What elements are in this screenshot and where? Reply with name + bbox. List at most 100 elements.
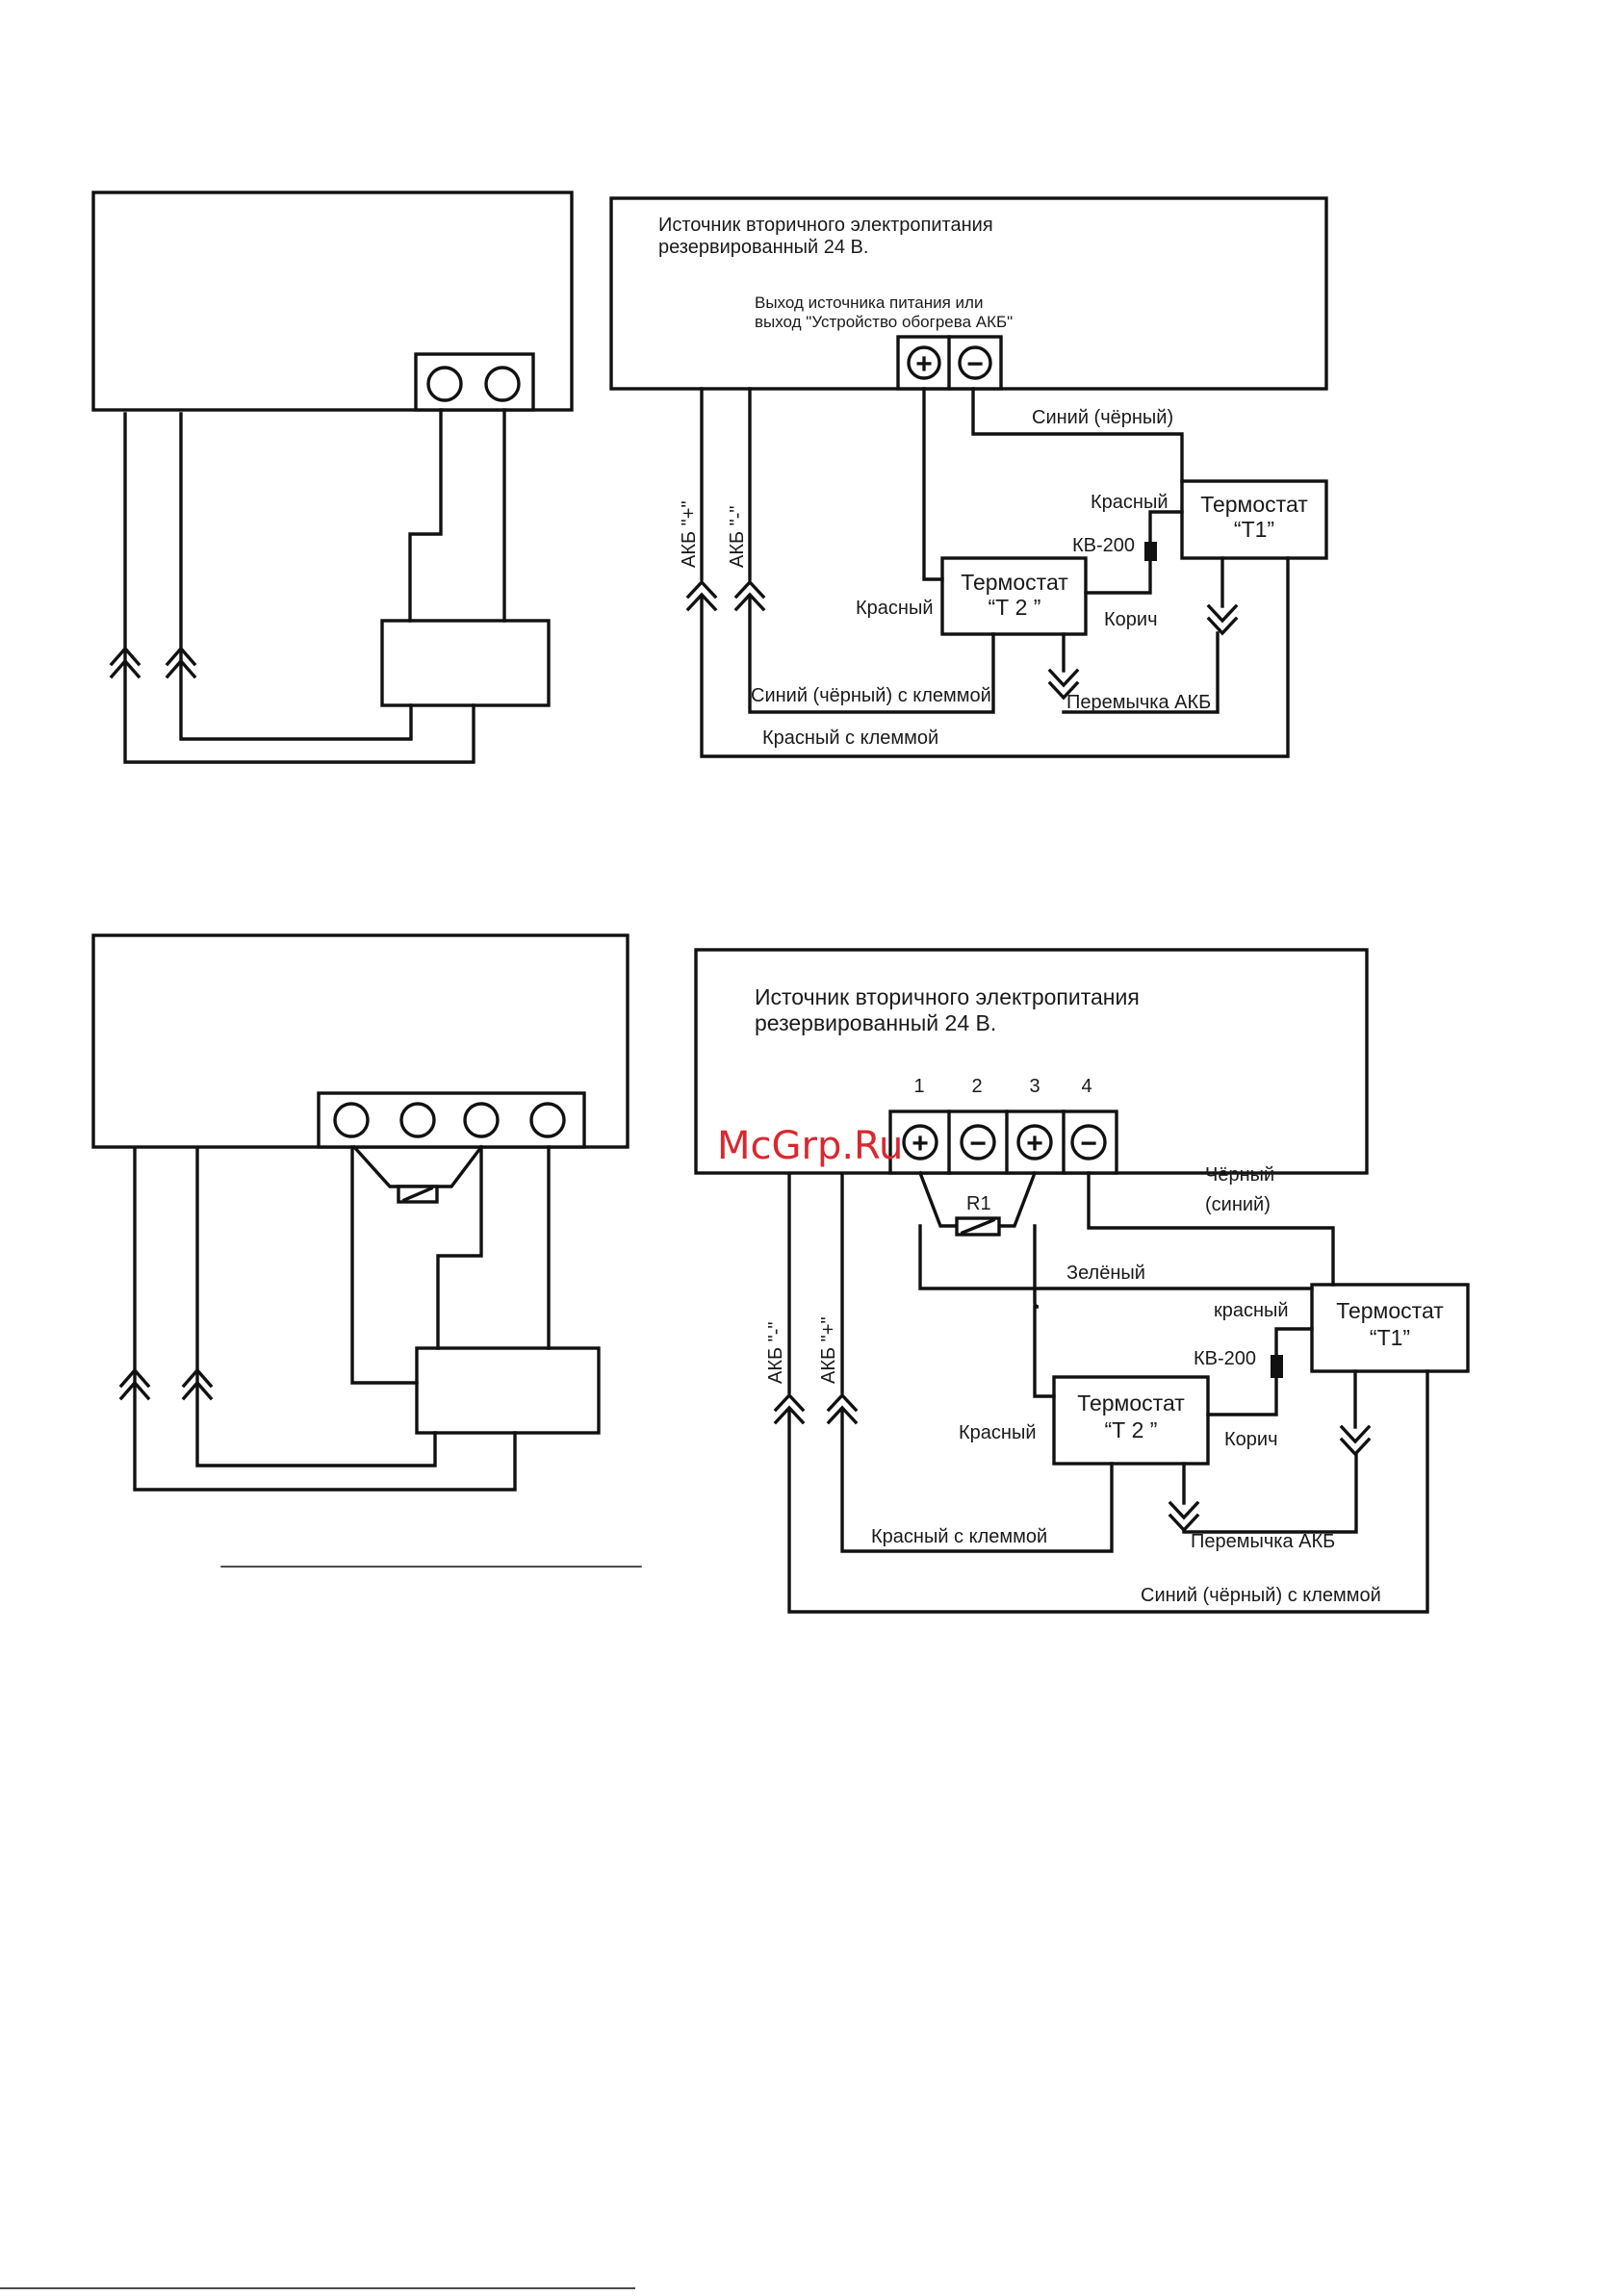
sketch1-terminal-circle bbox=[426, 366, 463, 402]
terminal-number-4: 4 bbox=[1081, 1076, 1092, 1097]
label-wire-red-t1: Красный bbox=[1091, 492, 1169, 513]
plus-symbol: + bbox=[915, 348, 933, 380]
thermostat-t1-line1: Термостат bbox=[1200, 492, 1308, 517]
label-wire-red-clamp: Красный с клеммой bbox=[762, 727, 938, 749]
wire-green bbox=[918, 1224, 1314, 1290]
label-wire-green: Зелёный bbox=[1066, 1263, 1145, 1284]
wire-black-blue bbox=[1087, 1171, 1335, 1287]
akb-minus-arrow bbox=[733, 579, 766, 612]
label-wire-blue-clamp: Синий (чёрный) с клеммой bbox=[751, 685, 991, 706]
label-wire-red-t2: Красный bbox=[856, 598, 934, 619]
sketch1-terminal-arrow bbox=[109, 646, 141, 679]
psu1-output-note-line1: Выход источника питания или bbox=[755, 293, 983, 312]
thermostat-t2-box-2 bbox=[1052, 1375, 1210, 1466]
sketch2-resistor-loop bbox=[351, 1144, 484, 1188]
label-wire-red-clamp-2: Красный с клеммой bbox=[871, 1526, 1047, 1547]
akb-minus-label: АКБ "-" bbox=[727, 505, 748, 568]
sketch2-terminal-arrow bbox=[181, 1367, 214, 1401]
sketch2-terminal-circle bbox=[333, 1102, 370, 1138]
sketch2-wire bbox=[195, 1148, 437, 1467]
psu1-plus-terminal-icon bbox=[907, 345, 941, 380]
wire-red-t2-input-2 bbox=[1033, 1224, 1056, 1398]
t2-akb-jumper-arrow bbox=[1047, 668, 1080, 701]
label-kv200: КВ-200 bbox=[1072, 535, 1135, 556]
thermostat-t2-line1: Термостат bbox=[961, 570, 1068, 595]
wire-blue-black-clamp bbox=[748, 595, 995, 714]
t1-akb-jumper-arrow bbox=[1206, 603, 1239, 636]
label-wire-red-t2-2: Красный bbox=[959, 1422, 1037, 1443]
thermostat-t1-line1-2: Термостат bbox=[1336, 1298, 1444, 1323]
psu2-terminal-4-minus-icon bbox=[1070, 1124, 1107, 1161]
sketch2-terminal-arrow bbox=[118, 1367, 151, 1401]
sketch1-wire bbox=[408, 408, 443, 623]
akb-minus-label-2: АКБ "-" bbox=[765, 1321, 786, 1384]
psu2-title-line1: Источник вторичного электропитания bbox=[755, 984, 1140, 1009]
wire-red-clamp-2 bbox=[840, 1408, 1114, 1553]
label-akb-jumper-2: Перемычка АКБ bbox=[1191, 1531, 1335, 1552]
sketch1-outline bbox=[91, 191, 574, 764]
wire-red-t2-input bbox=[922, 387, 944, 581]
sketch2-wire bbox=[350, 1145, 419, 1385]
label-wire-brown: Корич bbox=[1104, 609, 1158, 630]
sketch2-terminal-circle bbox=[399, 1102, 436, 1138]
thermostat-t2-line1-2: Термостат bbox=[1077, 1390, 1185, 1416]
wire-red-t1-t2-2 bbox=[1206, 1327, 1314, 1416]
sketch1-terminal-circle bbox=[484, 366, 521, 402]
label-wire-blue-black: Синий (чёрный) bbox=[1032, 407, 1173, 428]
sketch2-resistor-slash bbox=[401, 1186, 434, 1203]
terminal-number-3: 3 bbox=[1029, 1076, 1040, 1097]
terminal-3-symbol: + bbox=[1026, 1128, 1043, 1160]
akb-plus-arrow-2 bbox=[826, 1392, 859, 1425]
sketch2-terminal-circle bbox=[529, 1102, 566, 1138]
psu2-title-line2: резервированный 24 В. bbox=[755, 1010, 996, 1035]
akb-plus-label-2: АКБ "+" bbox=[818, 1316, 839, 1384]
thermostat-t2-line2: “Т 2 ” bbox=[989, 595, 1041, 620]
wire-blue-black-clamp-2 bbox=[787, 1369, 1429, 1614]
label-akb-jumper: Перемычка АКБ bbox=[1066, 692, 1211, 713]
wire-blue-black bbox=[971, 387, 1184, 483]
thermostat-t2-line2-2: “Т 2 ” bbox=[1105, 1417, 1158, 1442]
label-wire-brown-2: Корич bbox=[1224, 1429, 1278, 1450]
thermostat-t1-line2-2: “Т1” bbox=[1370, 1325, 1410, 1350]
terminal-2-symbol: − bbox=[969, 1128, 987, 1160]
thermostat-t2-box bbox=[940, 556, 1088, 636]
label-wire-blue-clamp-2: Синий (чёрный) с клеммой bbox=[1141, 1585, 1381, 1606]
thermostat-t1-box-2 bbox=[1310, 1283, 1470, 1373]
psu2-terminal-3-plus-icon bbox=[1016, 1124, 1053, 1161]
sketch2-terminal-circle bbox=[463, 1102, 500, 1138]
label-wire-black-blue-line2: (синий) bbox=[1205, 1194, 1271, 1215]
psu1-title-line2: резервированный 24 В. bbox=[658, 237, 868, 258]
thermostat-t1-line2: “Т1” bbox=[1234, 517, 1274, 542]
terminal-4-symbol: − bbox=[1080, 1128, 1097, 1160]
akb-jumper-wire bbox=[1062, 631, 1220, 714]
sketch1-wire bbox=[123, 412, 475, 764]
sketch2-wire bbox=[436, 1145, 483, 1350]
sketch2-thermostat-box bbox=[415, 1346, 601, 1435]
terminal-number-2: 2 bbox=[971, 1076, 982, 1097]
r1-slash bbox=[960, 1217, 996, 1236]
diagram2: Источник вторичного электропитания резер… bbox=[694, 948, 1470, 1614]
psu2-terminal-1-plus-icon bbox=[902, 1124, 938, 1161]
akb-plus-arrow bbox=[685, 579, 718, 612]
sketch1-terminal-arrow bbox=[165, 646, 197, 679]
kv200-sensor-2 bbox=[1271, 1355, 1283, 1378]
psu1-minus-terminal-icon bbox=[958, 345, 992, 380]
wire-red-clamp bbox=[700, 556, 1290, 758]
label-kv200-2: КВ-200 bbox=[1194, 1348, 1256, 1369]
t2-akb-jumper-arrow-2 bbox=[1168, 1500, 1200, 1533]
psu2-terminal-2-minus-icon bbox=[960, 1124, 996, 1161]
minus-symbol: − bbox=[966, 348, 984, 380]
terminal-number-1: 1 bbox=[913, 1076, 924, 1097]
label-wire-black-blue-line1: Чёрный bbox=[1205, 1164, 1274, 1186]
akb-minus-arrow-2 bbox=[773, 1392, 806, 1425]
sketch2-outline bbox=[91, 933, 642, 1568]
psu1-output-note-line2: выход "Устройство обогрева АКБ" bbox=[755, 313, 1013, 331]
akb-jumper-wire-2 bbox=[1182, 1452, 1358, 1534]
diagram1: Источник вторичного электропитания резер… bbox=[609, 196, 1328, 758]
terminal-1-symbol: + bbox=[912, 1128, 929, 1160]
sketch1-wire bbox=[179, 412, 413, 741]
sketch1-thermostat-box bbox=[380, 619, 551, 707]
akb-plus-label: АКБ "+" bbox=[679, 500, 700, 568]
